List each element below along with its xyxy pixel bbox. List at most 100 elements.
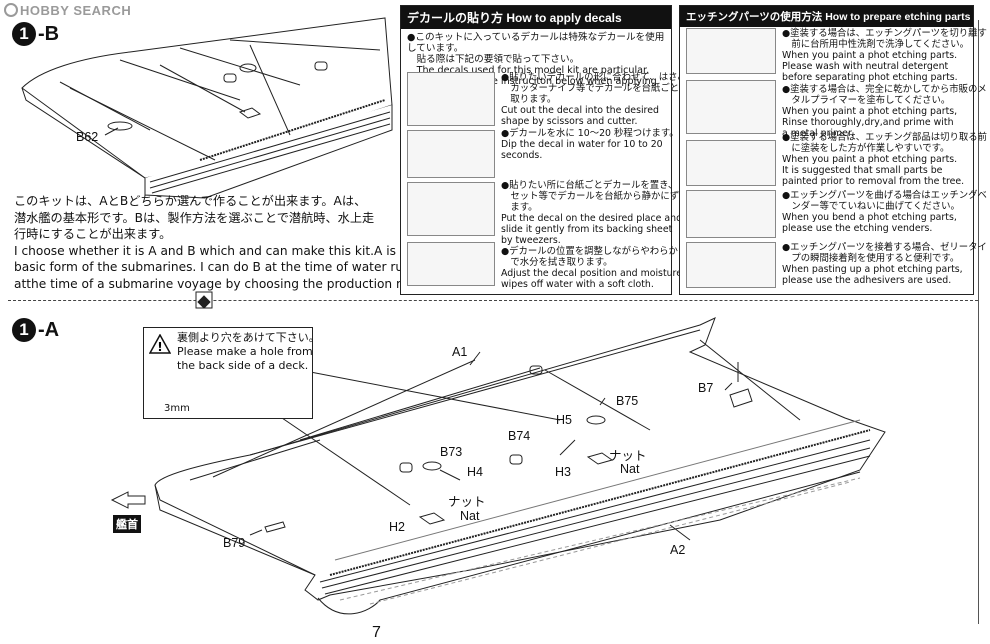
decal-step-line: ます。 [501,202,538,213]
page-edge-rule [978,20,979,624]
watermark-text: HOBBY SEARCH [20,3,132,18]
etching-step-line: Rinse thoroughly,dry,and prime with [782,117,954,128]
part-label-nut-en-2: Nat [460,509,480,523]
decals-intro-line: The decals used for this model kit are p… [407,65,650,76]
etching-step-1-illustration [686,28,776,74]
decal-step-line: セット等でデカールを台紙から静かにずらし [501,191,698,202]
step-1b-number: 1 [12,22,36,46]
drill-size: 3mm [164,403,190,414]
part-label-b75: B75 [616,394,639,408]
part-label-h4: H4 [467,465,483,479]
etching-panel: エッチングパーツの使用方法 How to prepare etching par… [679,5,987,295]
intro-line: basic form of the submarines. I can do B… [14,260,411,274]
etching-step-2-illustration [686,80,776,134]
intro-line: このキットは、AとBどちらか選んで作ることが出来ます。Aは、 [14,194,367,208]
part-label-h3: H3 [555,465,571,479]
page-number: 7 [372,624,381,641]
etching-step-3-text: ●塗装する場合は、エッチング部品は切り取る前 に塗装をした方が作業しやすいです。… [782,132,987,187]
decals-panel: デカールの貼り方 How to apply decals ●このキットに入ってい… [400,5,698,295]
decal-step-2-illustration [407,130,495,178]
decal-step-line: ●デカールの位置を調整しながらやわらかい布 [501,246,697,257]
decal-step-line: Adjust the decal position and moisture [501,268,682,279]
etching-step-line: When pasting up a phot etching parts, [782,264,963,275]
part-label-nut-jp-2: ナット [448,495,486,509]
decals-intro-line: ●このキットに入っているデカールは特殊なデカールを使用しています。 [407,32,665,54]
etching-step-line: に塗装をした方が作業しやすいです。 [782,143,950,154]
decal-step-line: by tweezers. [501,235,561,246]
etching-step-line: When you paint a phot etching parts, [782,106,958,117]
drill-hole-note: ! 裏側より穴をあけて下さい。 Please make a hole from … [143,327,320,419]
part-label-b7: B7 [698,381,714,395]
etching-step-line: ●エッチングパーツを接着する場合、ゼリータイ [782,242,987,253]
decal-step-3-text: ●貼りたい所に台紙ごとデカールを置き、ピン セット等でデカールを台紙から静かにず… [501,180,698,246]
decal-step-line: Cut out the decal into the desired [501,105,659,116]
etching-step-2-text: ●塗装する場合は、完全に乾かしてから市販のメ タルプライマーを塗布してください。… [782,84,987,139]
decal-step-line: ●デカールを水に 10〜20 秒程つけます。 [501,128,679,139]
intro-line: 行時にすることが出来ます。 [14,227,172,241]
intro-line: 潜水艦の基本形です。Bは、製作方法を選ぶことで潜航時、水上走 [14,210,375,225]
intro-line: I choose whether it is A and B which and… [14,243,408,258]
hull-drawing-1b [21,17,393,199]
decals-intro-line: 貼る際は下記の要領で貼って下さい。 [407,54,580,65]
decal-step-line: カッターナイフ等でデカールを台紙ごと切り [501,83,698,94]
part-label-b74: B74 [508,429,531,443]
decal-step-line: ●貼りたい所に台紙ごとデカールを置き、ピン [501,180,697,191]
section-divider [8,300,978,301]
etching-step-line: Please wash with neutral detergent [782,61,949,72]
decal-step-line: slide it gently from its backing sheet [501,224,673,235]
etching-step-line: When you bend a phot etching parts, [782,212,957,223]
part-label-b73: B73 [440,445,463,459]
etching-step-line: ●エッチングパーツを曲げる場合はエッチングベ [782,190,987,201]
bow-tag: 艦首 [113,515,141,533]
etching-step-line: ンダー等でていねいに曲げてください。 [782,201,960,212]
decal-step-1-illustration [407,72,495,126]
etching-step-4-text: ●エッチングパーツを曲げる場合はエッチングベ ンダー等でていねいに曲げてください… [782,190,987,234]
watermark: HOBBY SEARCH [4,3,131,18]
decal-step-line: ●貼りたいデカールの形に合わせて、はさみや [501,72,697,83]
decal-step-2-text: ●デカールを水に 10〜20 秒程つけます。 Dip the decal in … [501,128,679,161]
decal-step-line: shape by scissors and cutter. [501,116,638,127]
intro-line: atthe time of a submarine voyage by choo… [14,276,447,291]
decal-step-line: seconds. [501,150,543,161]
step-1a-badge: 1 -A [12,318,59,342]
decal-step-3-illustration [407,182,495,236]
etching-step-4-illustration [686,190,776,238]
bow-label: 艦首 [113,515,141,533]
hull-drawing-1a [154,317,886,615]
part-label-nut-en-1: Nat [620,462,640,476]
etching-step-line: please use the adhesivers are used. [782,275,952,286]
decal-step-line: wipes off water with a soft cloth. [501,279,654,290]
etching-step-line: ●塗装する場合は、完全に乾かしてから市販のメ [782,84,987,95]
decal-step-line: Put the decal on the desired place and [501,213,683,224]
etching-step-line: プの瞬間接着剤を使用すると便利です。 [782,253,960,264]
etching-step-5-text: ●エッチングパーツを接着する場合、ゼリータイ プの瞬間接着剤を使用すると便利です… [782,242,987,286]
etching-step-line: It is suggested that small parts be [782,165,943,176]
step-1b-suffix: -B [38,22,60,45]
decal-step-4-illustration [407,242,495,286]
part-label-nut-jp-1: ナット [609,449,647,463]
note-line-en: the back side of a deck. [177,359,309,372]
etching-step-line: a metal primer. [782,128,854,139]
etching-step-line: ●塗装する場合は、エッチング部品は切り取る前 [782,132,988,143]
etching-step-line: When you paint a phot etching parts. [782,154,958,165]
warning-icon: ! [149,334,171,354]
etching-step-line: タルプライマーを塗布してください。 [782,95,951,106]
decals-title: デカールの貼り方 How to apply decals [401,6,671,29]
etching-step-5-illustration [686,242,776,288]
part-label-b79: B79 [223,536,246,550]
decal-step-line: Dip the decal in water for 10 to 20 [501,139,663,150]
decal-step-1-text: ●貼りたいデカールの形に合わせて、はさみや カッターナイフ等でデカールを台紙ごと… [501,72,698,127]
etching-step-1-text: ●塗装する場合は、エッチングパーツを切り離す 前に台所用中性洗剤で洗浄してくださ… [782,28,987,83]
step-1a-suffix: -A [38,318,60,341]
decal-step-line: 取ります。 [501,94,557,105]
hobbysearch-logo-icon [4,3,18,17]
part-label-h5: H5 [556,413,572,427]
intro-text: このキットは、AとBどちらか選んで作ることが出来ます。Aは、 潜水艦の基本形です… [14,193,447,292]
etching-step-line: When you paint a phot etching parts. [782,50,958,61]
decal-step-4-text: ●デカールの位置を調整しながらやわらかい布 で水分を拭き取ります。 Adjust… [501,246,697,290]
part-label-b62: B62 [76,130,99,144]
part-label-a1: A1 [452,345,468,359]
etching-title: エッチングパーツの使用方法 How to prepare etching par… [680,6,973,27]
etching-step-line: ●塗装する場合は、エッチングパーツを切り離す [782,28,987,39]
